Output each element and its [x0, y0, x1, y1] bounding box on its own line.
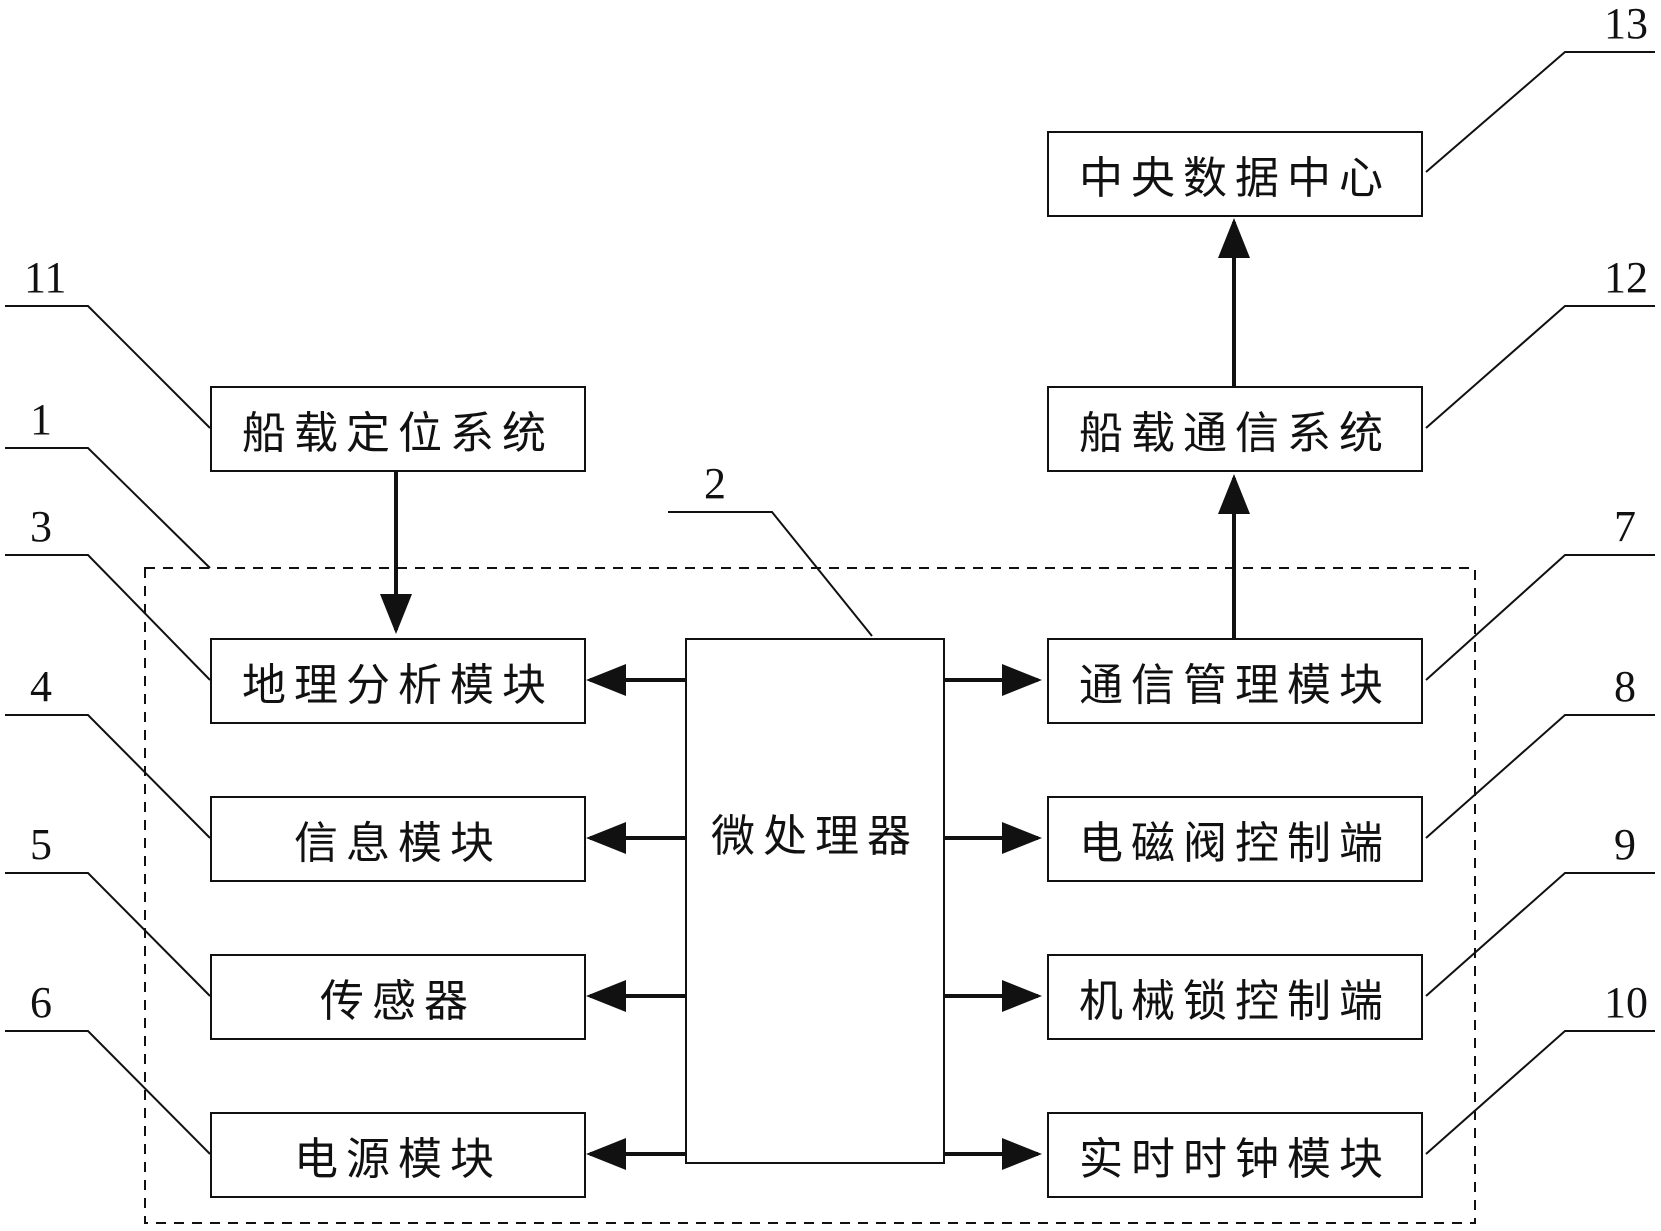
- leader-5: [5, 872, 211, 997]
- leader-10: [1425, 1030, 1655, 1155]
- label-2: 2: [704, 459, 726, 508]
- central-data-center-box: 中央数据中心: [1047, 131, 1423, 217]
- label-12: 12: [1604, 253, 1648, 302]
- comm-management-module-box: 通信管理模块: [1047, 638, 1423, 724]
- label-13: 13: [1604, 0, 1648, 48]
- label-10: 10: [1604, 978, 1648, 1027]
- leader-8: [1425, 714, 1655, 839]
- microprocessor-box: 微处理器: [685, 638, 945, 1164]
- leader-4: [5, 714, 211, 839]
- info-module-box: 信息模块: [210, 796, 586, 882]
- leader-9: [1425, 872, 1655, 997]
- label-5: 5: [30, 820, 52, 869]
- leader-3: [5, 554, 211, 681]
- label-4: 4: [30, 662, 52, 711]
- ship-comm-system-box: 船载通信系统: [1047, 386, 1423, 472]
- leader-2: [668, 511, 873, 637]
- leader-7: [1425, 554, 1655, 681]
- mechanical-lock-control-box: 机械锁控制端: [1047, 954, 1423, 1040]
- leader-11: [5, 305, 211, 429]
- label-6: 6: [30, 978, 52, 1027]
- solenoid-valve-control-box: 电磁阀控制端: [1047, 796, 1423, 882]
- label-3: 3: [30, 502, 52, 551]
- real-time-clock-module-box: 实时时钟模块: [1047, 1112, 1423, 1198]
- label-9: 9: [1614, 820, 1636, 869]
- leader-13: [1425, 51, 1655, 173]
- label-8: 8: [1614, 662, 1636, 711]
- power-module-box: 电源模块: [210, 1112, 586, 1198]
- label-7: 7: [1614, 502, 1636, 551]
- geo-analysis-module-box: 地理分析模块: [210, 638, 586, 724]
- device-boundary: [144, 567, 1476, 1224]
- leader-6: [5, 1030, 211, 1155]
- leader-1: [5, 447, 211, 569]
- sensor-box: 传感器: [210, 954, 586, 1040]
- ship-positioning-system-box: 船载定位系统: [210, 386, 586, 472]
- leader-12: [1425, 305, 1655, 429]
- label-1: 1: [30, 395, 52, 444]
- label-11: 11: [24, 253, 67, 302]
